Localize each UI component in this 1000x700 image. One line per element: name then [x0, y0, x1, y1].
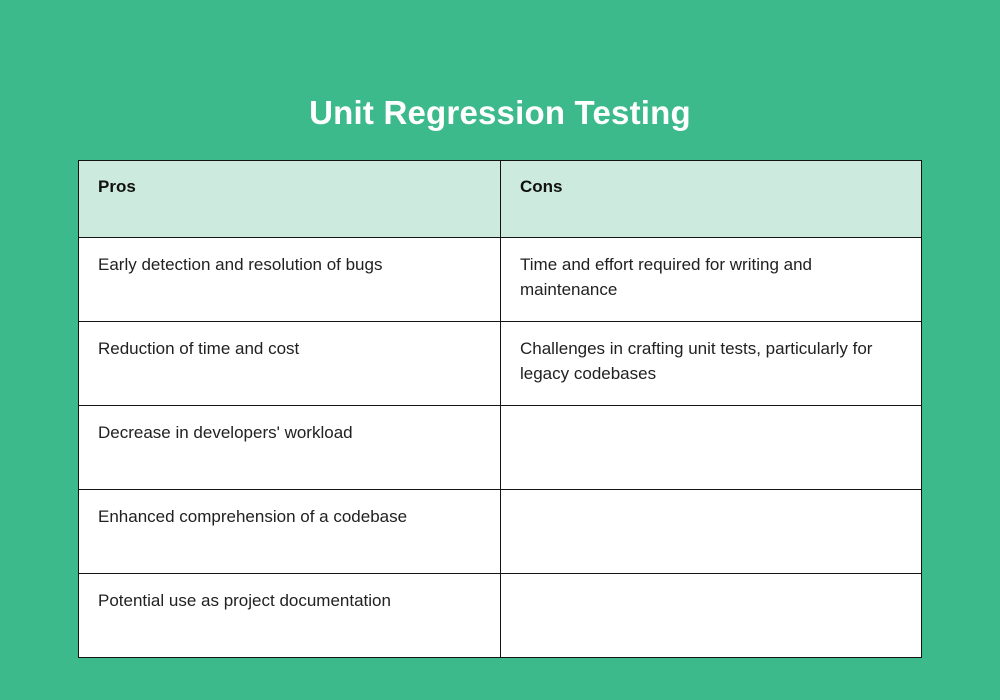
table-row: Enhanced comprehension of a codebase [78, 489, 922, 574]
cell-text-pros: Reduction of time and cost [98, 339, 300, 358]
cell-cons [500, 405, 922, 490]
table-row: Decrease in developers' workload [78, 405, 922, 490]
cell-pros: Enhanced comprehension of a codebase [78, 489, 501, 574]
table-body: Early detection and resolution of bugs T… [78, 237, 922, 658]
cell-text-pros: Decrease in developers' workload [98, 423, 353, 442]
table-header-row: Pros Cons [78, 160, 922, 238]
cell-pros: Reduction of time and cost [78, 321, 501, 406]
column-header-pros: Pros [78, 160, 501, 238]
table-header: Pros Cons [78, 160, 922, 238]
cell-pros: Decrease in developers' workload [78, 405, 501, 490]
cell-text-cons: Challenges in crafting unit tests, parti… [520, 339, 873, 383]
column-header-cons: Cons [500, 160, 922, 238]
pros-cons-table: Pros Cons Early detection and resolution… [78, 160, 922, 658]
cell-cons [500, 489, 922, 574]
table-row: Reduction of time and cost Challenges in… [78, 321, 922, 406]
cell-text-pros: Enhanced comprehension of a codebase [98, 507, 408, 526]
cell-cons: Time and effort required for writing and… [500, 237, 922, 322]
cell-pros: Early detection and resolution of bugs [78, 237, 501, 322]
table-row: Early detection and resolution of bugs T… [78, 237, 922, 322]
cell-text-pros: Early detection and resolution of bugs [98, 255, 383, 274]
table-row: Potential use as project documentation [78, 573, 922, 658]
cell-text-cons: Time and effort required for writing and… [520, 255, 812, 299]
cell-cons [500, 573, 922, 658]
cell-cons: Challenges in crafting unit tests, parti… [500, 321, 922, 406]
cell-text-pros: Potential use as project documentation [98, 591, 391, 610]
pros-cons-table-container: Pros Cons Early detection and resolution… [78, 160, 922, 658]
page-title: Unit Regression Testing [309, 94, 691, 132]
cell-pros: Potential use as project documentation [78, 573, 501, 658]
